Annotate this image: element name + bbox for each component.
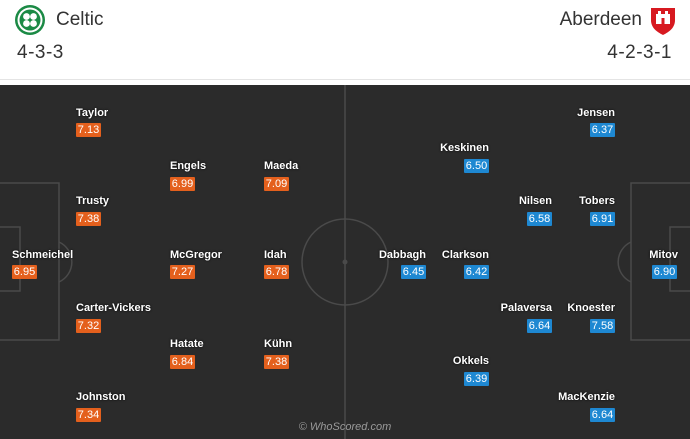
player-rating: 6.84	[170, 355, 195, 369]
away-team-name[interactable]: Aberdeen	[559, 9, 642, 30]
player-rating: 6.37	[590, 123, 615, 137]
player-rating: 6.39	[464, 372, 489, 386]
player-rating: 7.38	[76, 212, 101, 226]
player-name: Keskinen	[440, 142, 489, 154]
player-rating: 6.90	[652, 265, 677, 279]
away-formation: 4-2-3-1	[607, 42, 672, 63]
player-name: Mitov	[649, 249, 678, 261]
pitch-markings	[0, 85, 690, 439]
player-name: Hatate	[170, 338, 204, 350]
player-name: Knoester	[567, 302, 615, 314]
player-name: Engels	[170, 160, 207, 172]
player-rating: 6.95	[12, 265, 37, 279]
player-rating: 7.27	[170, 265, 195, 279]
player-name: Dabbagh	[378, 249, 426, 261]
player-name: Tobers	[579, 195, 615, 207]
player-name: Jensen	[577, 107, 615, 119]
player-rating: 6.64	[590, 408, 615, 422]
player-name: MacKenzie	[558, 391, 615, 403]
player-name: Taylor	[76, 107, 109, 119]
player-rating: 6.42	[464, 265, 489, 279]
player-rating: 7.34	[76, 408, 101, 422]
player-name: McGregor	[170, 249, 222, 261]
player-rating: 6.50	[464, 159, 489, 173]
player-name: Kühn	[264, 338, 293, 350]
aberdeen-crest-icon	[651, 8, 675, 35]
player-name: Idah	[264, 249, 287, 261]
player-name: Nilsen	[518, 195, 552, 207]
home-team-name[interactable]: Celtic	[56, 9, 104, 30]
player-rating: 7.58	[590, 319, 615, 333]
player-rating: 6.58	[527, 212, 552, 226]
player-name: Clarkson	[441, 249, 489, 261]
player-name: Okkels	[452, 355, 489, 367]
player-name: Carter-Vickers	[76, 302, 152, 314]
whoscored-watermark: © WhoScored.com	[298, 421, 392, 433]
player-rating: 6.64	[527, 319, 552, 333]
player-rating: 6.78	[264, 265, 289, 279]
player-rating: 7.32	[76, 319, 101, 333]
home-formation: 4-3-3	[17, 42, 64, 63]
player-rating: 7.13	[76, 123, 101, 137]
match-header: Celtic 4-3-3 Aberdeen 4-2-3-1	[0, 0, 690, 80]
player-name: Trusty	[76, 195, 110, 207]
player-name: Johnston	[76, 391, 126, 403]
player-rating: 6.99	[170, 177, 195, 191]
player-rating: 7.38	[264, 355, 289, 369]
player-name: Schmeichel	[12, 249, 74, 261]
pitch: Taylor 7.13 Engels 6.99 Maeda 7.09 Trust…	[0, 85, 690, 439]
celtic-crest-icon	[15, 5, 45, 35]
player-rating: 7.09	[264, 177, 289, 191]
player-rating: 6.91	[590, 212, 615, 226]
player-name: Palaversa	[500, 302, 552, 314]
player-rating: 6.45	[401, 265, 426, 279]
player-name: Maeda	[264, 160, 299, 172]
